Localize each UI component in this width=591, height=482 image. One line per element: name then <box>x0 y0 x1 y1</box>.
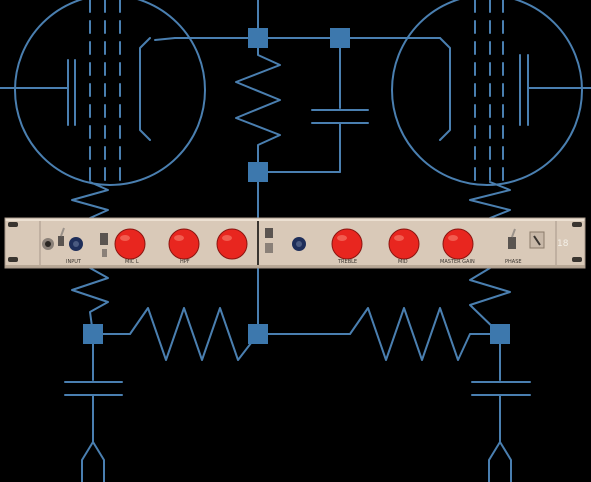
toggle-switch-mid <box>265 228 273 253</box>
phase-switch <box>508 228 516 249</box>
power-switch <box>529 231 545 249</box>
label-mic-level: MIC L <box>125 259 139 265</box>
junction-node-middle <box>248 162 268 182</box>
label-phase: PHASE <box>505 259 522 265</box>
left-upper-resistor <box>71 181 109 219</box>
label-input: INPUT <box>66 259 82 265</box>
small-blue-knob-mid <box>292 237 306 251</box>
junction-node-bottom-center <box>248 324 268 344</box>
red-knob-treble <box>216 228 248 260</box>
top-wiring <box>174 0 431 219</box>
red-knob-hpf <box>168 228 200 260</box>
right-vacuum-tube <box>391 0 591 186</box>
rack-ear-hole <box>572 222 582 227</box>
small-blue-knob <box>69 237 83 251</box>
junction-node-bottom-right <box>490 324 510 344</box>
junction-node-bottom-left <box>83 324 103 344</box>
label-hpf: HPF <box>180 259 190 265</box>
label-master-gain: MASTER GAIN <box>440 259 475 265</box>
red-knob-presence <box>388 228 420 260</box>
rack-ear-hole <box>572 257 582 262</box>
red-knob-mic-level <box>114 228 146 260</box>
junction-nodes <box>83 28 510 344</box>
toggle-switch-input <box>58 227 65 246</box>
red-knob-mid <box>331 228 363 260</box>
rack-ear-hole <box>8 257 18 262</box>
junction-node-top-right <box>330 28 350 48</box>
red-knob-master-gain <box>442 228 474 260</box>
bottom-wiring <box>64 267 531 482</box>
right-upper-resistor <box>469 181 511 219</box>
input-jack <box>42 238 54 250</box>
toggle-switch-pad <box>100 233 108 257</box>
label-mid: MID <box>398 259 408 265</box>
rack-panel: INPUT MIC L HPF TREBLE MID MASTER GAIN P… <box>4 217 586 269</box>
junction-node-top-left <box>248 28 268 48</box>
model-badge: 18 <box>557 239 569 249</box>
rack-ear-hole <box>8 222 18 227</box>
left-vacuum-tube <box>0 0 206 186</box>
label-treble: TREBLE <box>337 259 357 265</box>
